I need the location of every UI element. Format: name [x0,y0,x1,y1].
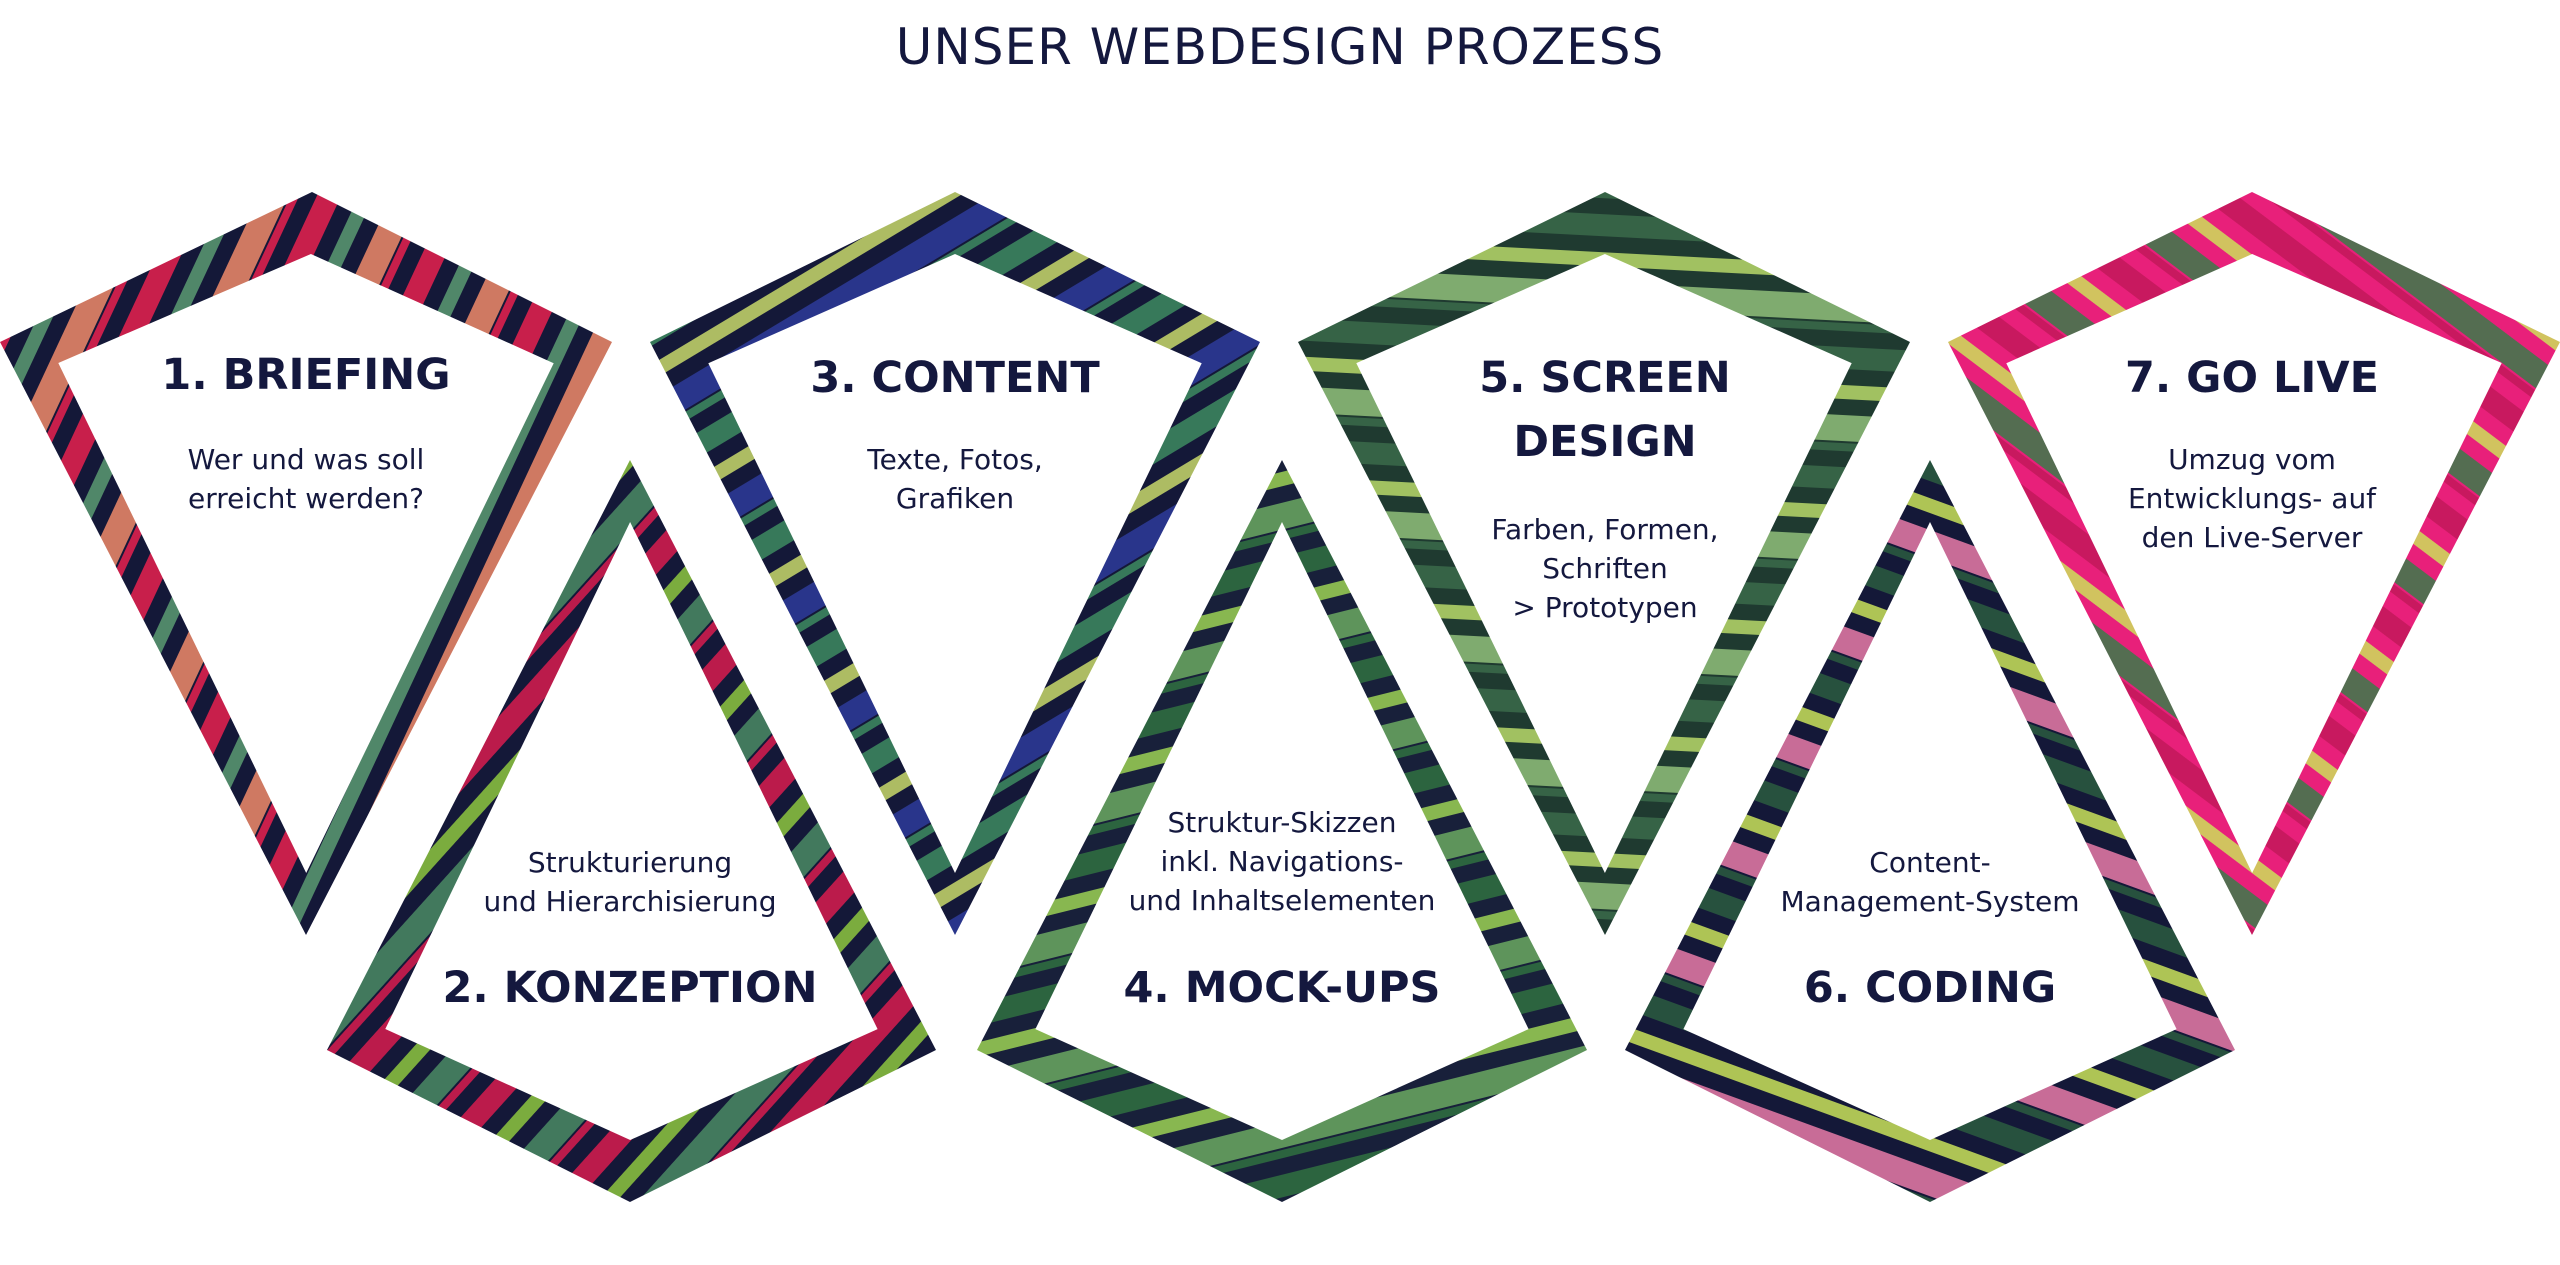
step-title: 5. SCREEN DESIGN [1479,353,1731,467]
step-shape-inner [385,522,878,1140]
step-title: 3. CONTENT [810,353,1100,403]
step-description: Struktur-Skizzen inkl. Navigations- und … [1128,806,1436,917]
step-shape-inner [1356,254,1852,873]
step-title: 1. BRIEFING [161,350,451,400]
step-description: Strukturierung und Hierarchisierung [483,846,777,918]
step-description: Wer und was soll erreicht werden? [187,443,425,515]
step-description: Content- Management-System [1780,846,2080,918]
step-title: 6. CODING [1803,963,2057,1013]
step-shape-inner [1683,522,2177,1140]
step-shape-inner [708,254,1202,873]
step-description: Texte, Fotos, Grafiken [867,443,1043,515]
step-title: 4. MOCK-UPS [1123,963,1441,1013]
step-description: Umzug vom Entwicklungs- auf den Live-Ser… [2127,443,2377,554]
step-shape-inner [2006,254,2502,873]
step-shape-inner [1035,522,1529,1140]
step-title: 2. KONZEPTION [442,963,818,1013]
step-description: Farben, Formen, Schriften > Prototypen [1491,513,1719,624]
page-title: UNSER WEBDESIGN PROZESS [895,18,1665,76]
step-title: 7. GO LIVE [2124,353,2380,403]
step-shape-inner [58,254,554,873]
